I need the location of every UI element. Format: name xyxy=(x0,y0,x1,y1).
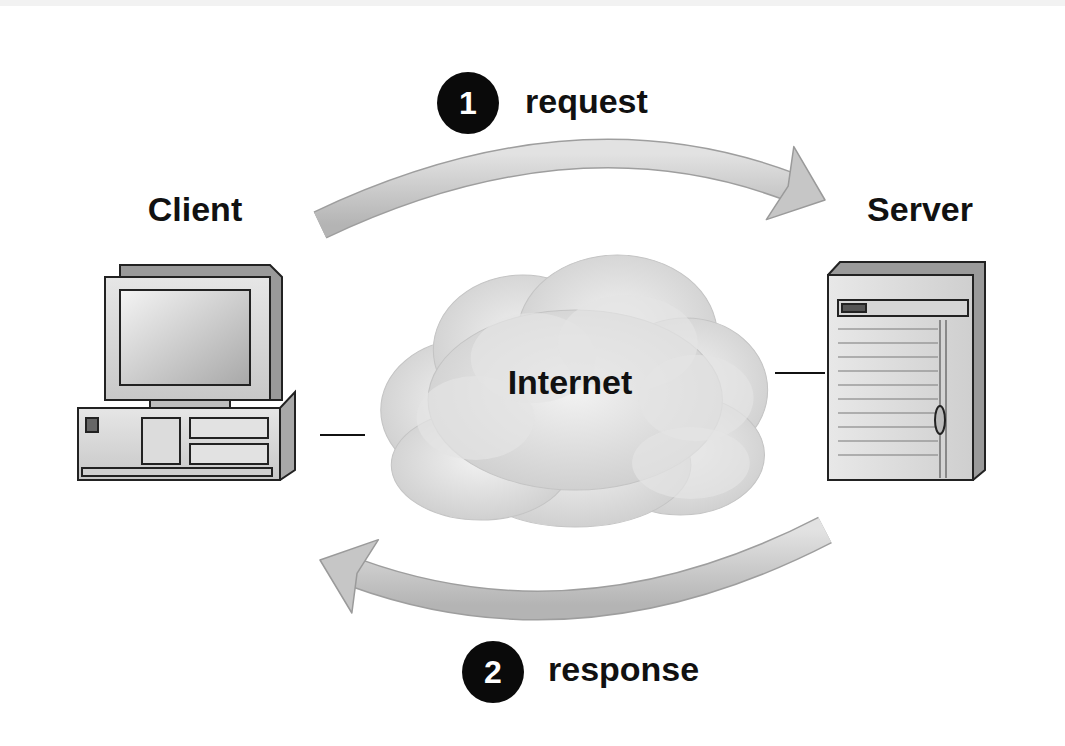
cloud-shade xyxy=(632,427,750,499)
callout-number: 2 xyxy=(462,641,524,703)
server-tower xyxy=(828,262,985,480)
connector xyxy=(320,147,825,225)
callout-number: 1 xyxy=(437,72,499,134)
network-cable xyxy=(320,434,365,436)
client-computer xyxy=(78,265,295,480)
device-label: Server xyxy=(825,190,1015,229)
arrow-band-edge xyxy=(320,154,789,225)
cloud-label: Internet xyxy=(365,363,775,402)
arrow-head xyxy=(766,147,825,220)
callout-text: 1 xyxy=(459,85,477,122)
network-cable xyxy=(775,372,825,374)
arrow-band-edge xyxy=(356,530,825,606)
server-node: Server xyxy=(825,190,1015,540)
device-label: Client xyxy=(70,190,320,229)
callout-text: 2 xyxy=(484,654,502,691)
connector xyxy=(320,530,825,613)
arrow-band xyxy=(356,530,825,606)
top-strip xyxy=(0,0,1065,6)
arrow-label: request xyxy=(525,82,648,121)
connector xyxy=(775,373,825,374)
arrow-band xyxy=(320,154,789,225)
connector xyxy=(320,435,365,436)
arrow-label: response xyxy=(548,650,699,689)
internet-cloud: Internet xyxy=(365,240,775,530)
client-node: Client xyxy=(70,190,320,570)
arrow-head xyxy=(320,540,378,613)
